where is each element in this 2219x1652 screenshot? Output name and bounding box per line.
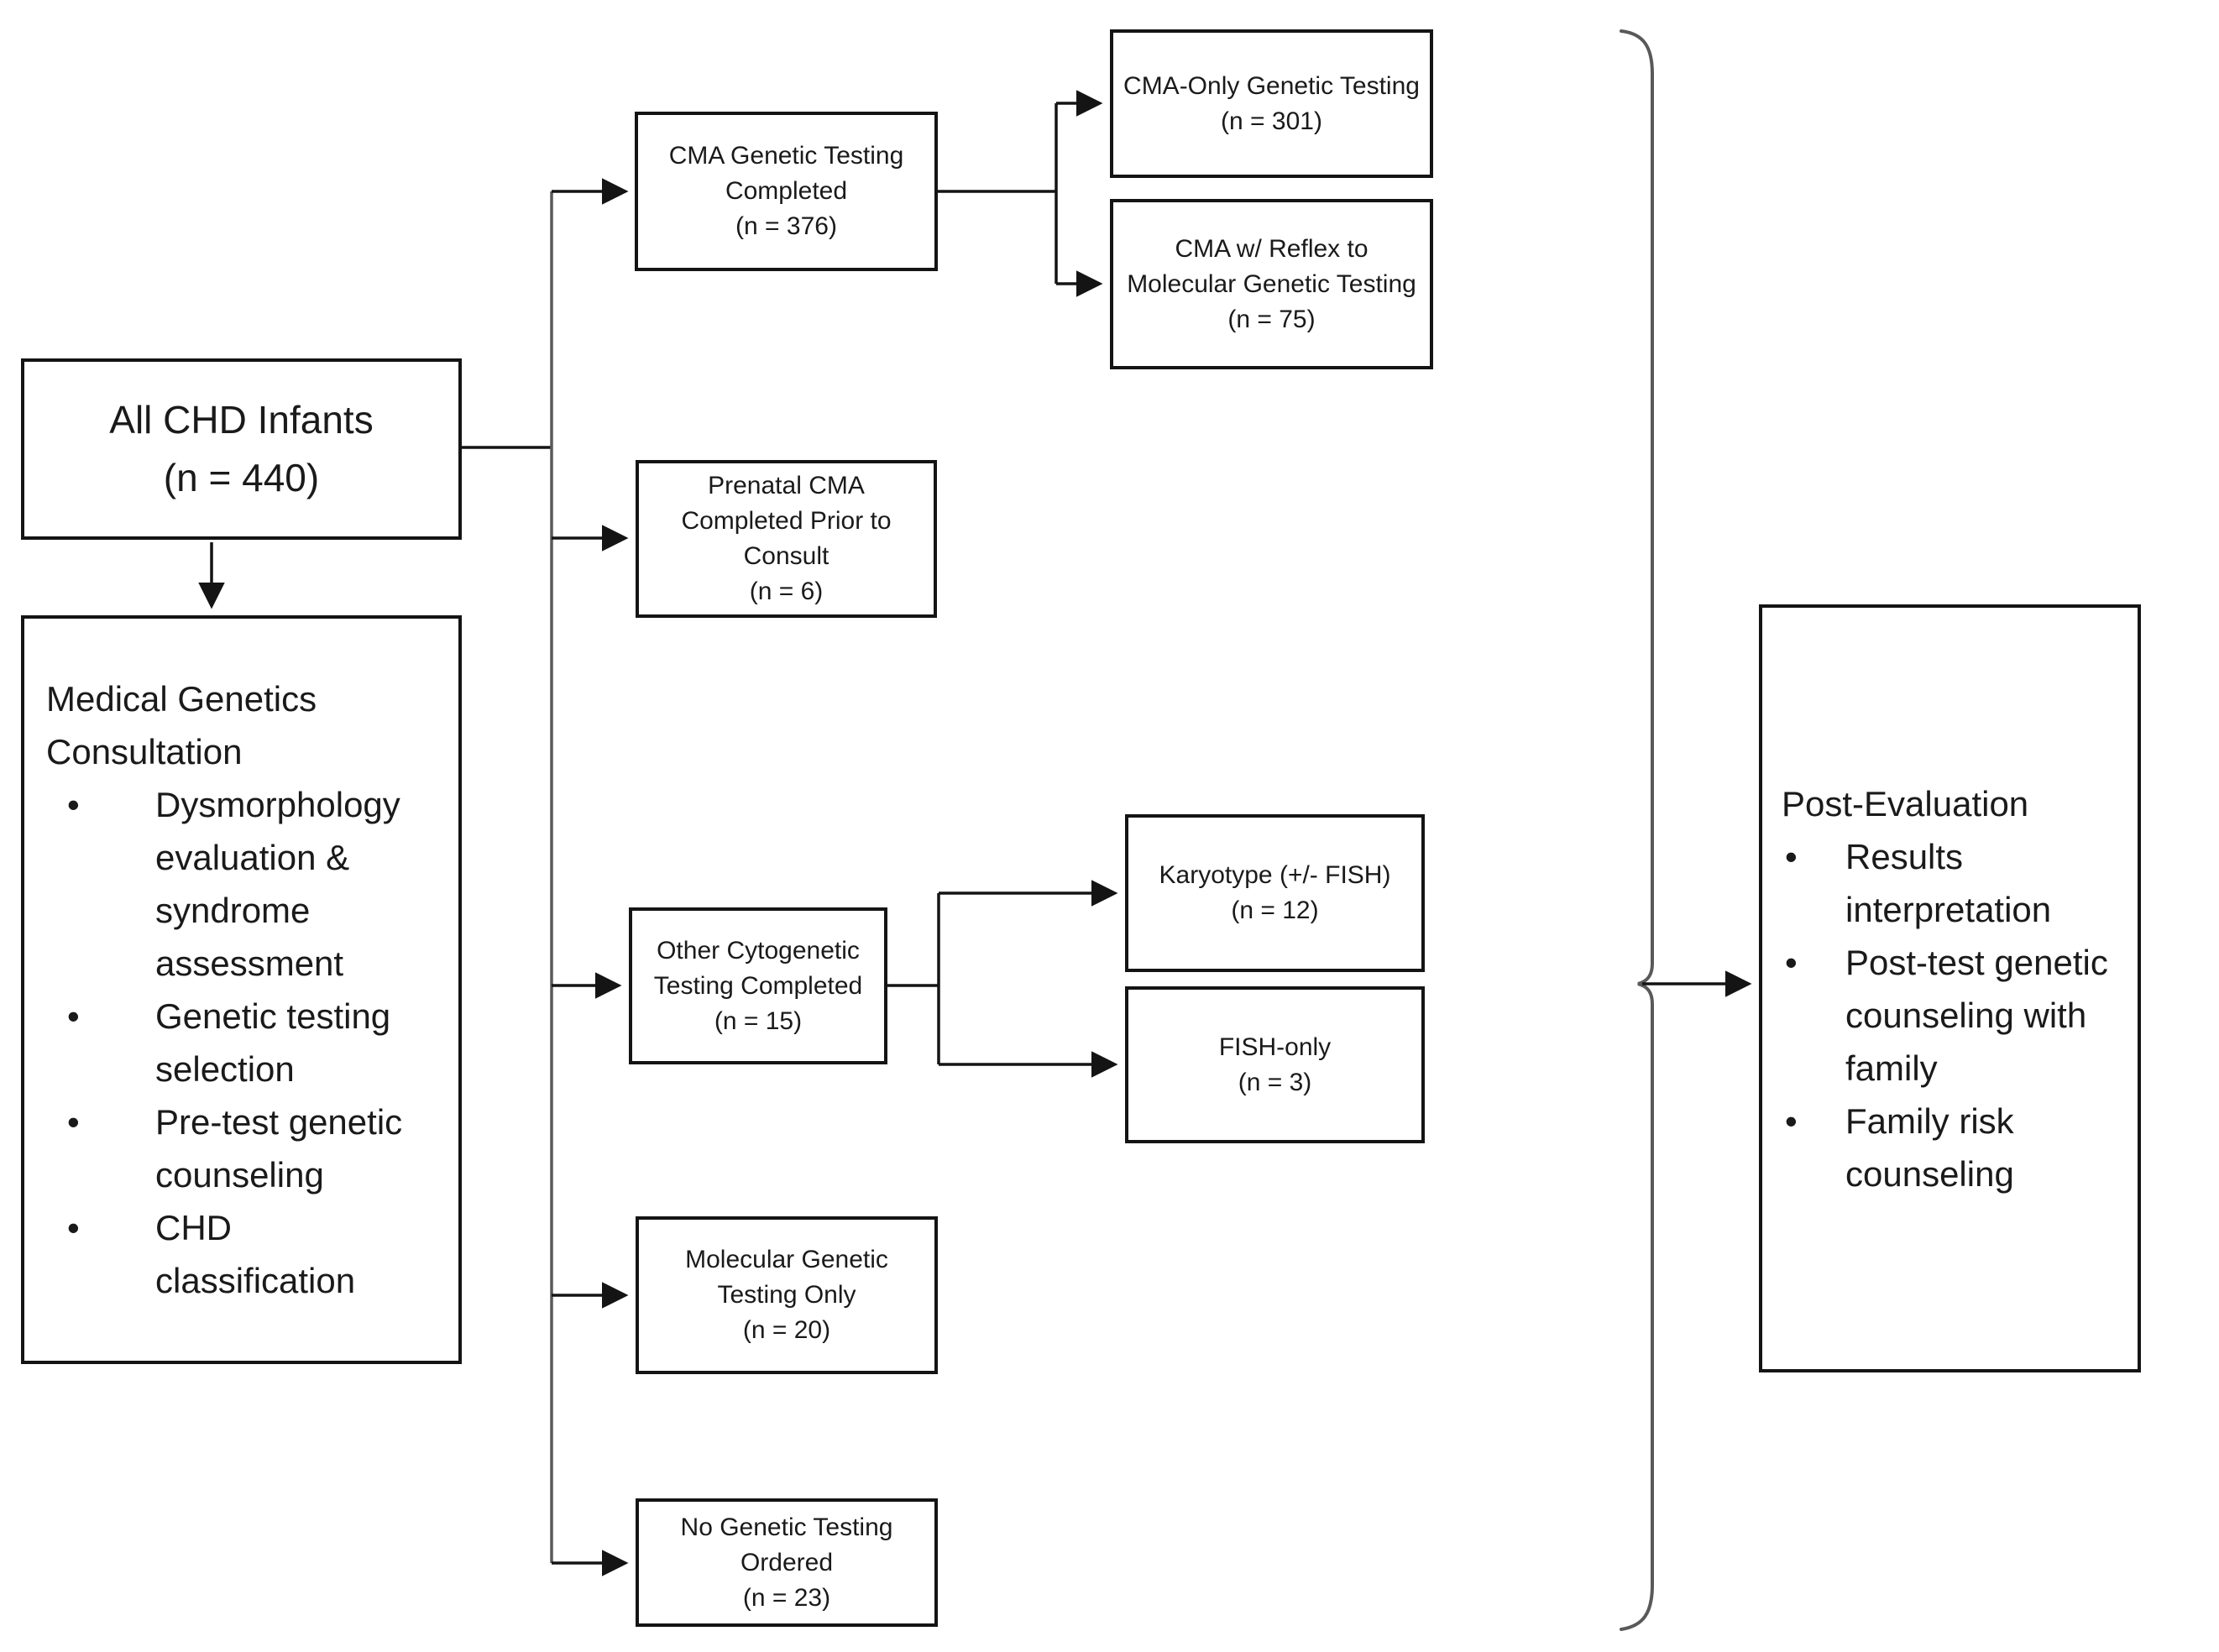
box-text-line: Molecular Genetic (685, 1246, 888, 1273)
connector-cma-split (938, 103, 1058, 284)
box-text-line: (n = 376) (735, 212, 837, 240)
bullet-item: Pre-test genetic counseling (46, 1095, 433, 1201)
box-text-line: Karyotype (+/- FISH) (1159, 861, 1391, 889)
node-post-evaluation: Post-Evaluation Results interpretationPo… (1759, 604, 2141, 1372)
box-text-line: (n = 20) (742, 1316, 831, 1344)
bullet-item: Results interpretation (1782, 830, 2129, 936)
node-all-chd-infants: All CHD Infants (n = 440) (21, 358, 462, 540)
box-text-line: CMA-Only Genetic Testing (1123, 71, 1420, 100)
bullet-item: Genetic testing selection (46, 990, 433, 1095)
box-text-line: Completed Prior to (681, 507, 892, 535)
post-evaluation-bullet-list: Results interpretationPost-test genetic … (1782, 830, 2129, 1200)
box-text-line: (n = 12) (1231, 897, 1319, 924)
node-cma-with-reflex: CMA w/ Reflex to Molecular Genetic Testin… (1110, 199, 1433, 369)
box-text-line: (n = 3) (1238, 1068, 1312, 1096)
box-text-line: (n = 301) (1221, 107, 1322, 135)
box-text-line: Ordered (740, 1548, 834, 1576)
box-text-line: Consult (743, 542, 830, 570)
box-text-line: No Genetic Testing (680, 1513, 893, 1541)
box-text-line: CMA w/ Reflex to (1175, 234, 1369, 263)
box-text-line: (n = 23) (742, 1583, 831, 1612)
consultation-bullet-list: Dysmorphology evaluation & syndrome asse… (46, 778, 433, 1307)
box-text-line: (n = 6) (749, 578, 824, 605)
box-text-line: (n = 440) (163, 456, 320, 499)
box-text-line: Prenatal CMA (708, 472, 865, 499)
node-karyotype-fish: Karyotype (+/- FISH) (n = 12) (1125, 814, 1425, 972)
box-text-line: Molecular Genetic Testing (1127, 269, 1416, 298)
box-text-line: (n = 75) (1227, 305, 1316, 333)
box-text-line: Testing Completed (653, 971, 863, 1000)
box-text-line: All CHD Infants (109, 398, 374, 442)
box-text-line: (n = 15) (714, 1006, 803, 1035)
node-cma-only-genetic-testing: CMA-Only Genetic Testing (n = 301) (1110, 29, 1433, 178)
node-fish-only: FISH-only (n = 3) (1125, 986, 1425, 1143)
bullet-item: CHD classification (46, 1201, 433, 1307)
bullet-item: Post-test genetic counseling with family (1782, 936, 2129, 1095)
connector-cytogenetic-split (887, 893, 940, 1064)
bullet-item: Dysmorphology evaluation & syndrome asse… (46, 778, 433, 990)
bullet-item: Family risk counseling (1782, 1095, 2129, 1200)
consultation-title: Medical Genetics Consultation (46, 679, 317, 771)
box-text-line: FISH-only (1218, 1032, 1332, 1061)
box-text-line: Testing Only (717, 1281, 856, 1309)
gathering-brace (1620, 29, 1654, 1631)
node-prenatal-cma: Prenatal CMA Completed Prior to Consult (n … (636, 460, 937, 618)
box-text-line: Completed (725, 177, 848, 205)
node-medical-genetics-consultation: Medical Genetics Consultation Dysmorphol… (21, 615, 462, 1364)
box-text-line: CMA Genetic Testing (668, 142, 904, 170)
box-text-line: Other Cytogenetic (657, 936, 860, 965)
post-evaluation-title: Post-Evaluation (1782, 783, 2029, 823)
